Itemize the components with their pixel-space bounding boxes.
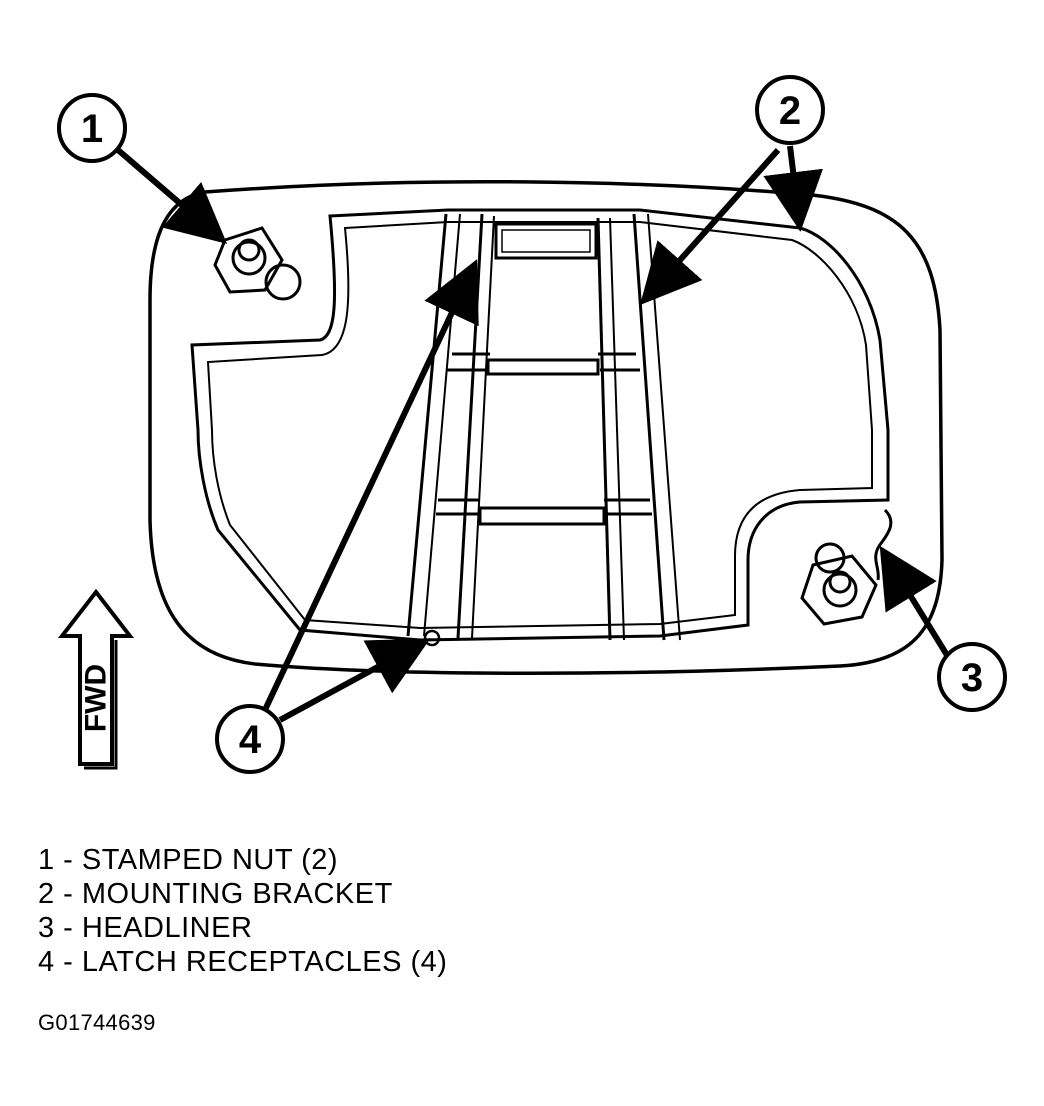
callout-1-label: 1: [81, 107, 103, 151]
forward-arrow: FWD: [57, 588, 135, 770]
fwd-label: FWD: [80, 664, 113, 732]
leader-4b: [278, 638, 431, 723]
legend-item-2: 2 - MOUNTING BRACKET: [38, 878, 393, 910]
leader-2b: [763, 145, 823, 232]
headliner-edge: [874, 508, 893, 581]
mounting-bracket-plate: [190, 208, 890, 642]
center-cross-members: [436, 222, 652, 526]
callout-3: 3: [937, 642, 1007, 712]
leader-4a: [261, 259, 479, 714]
callout-4-label: 4: [239, 718, 262, 762]
callout-1: 1: [57, 93, 127, 163]
legend: 1 - STAMPED NUT (2) 2 - MOUNTING BRACKET…: [38, 843, 447, 979]
callout-2-label: 2: [779, 89, 801, 133]
leader-2a: [640, 148, 781, 305]
legend-item-1: 1 - STAMPED NUT (2): [38, 844, 339, 876]
stamped-nut-left: [213, 226, 302, 301]
bracket-plate-inner-edge: [206, 221, 873, 630]
headliner-opening-outline: [148, 179, 944, 676]
latch-receptacle-notch: [423, 629, 441, 647]
leader-3: [879, 545, 953, 662]
callout-4: 4: [215, 704, 285, 774]
legend-item-4: 4 - LATCH RECEPTACLES (4): [38, 946, 448, 978]
stamped-nut-right: [800, 542, 878, 626]
figure-id: G01744639: [38, 1010, 156, 1035]
center-rails: [406, 213, 681, 641]
callout-3-label: 3: [961, 656, 983, 700]
legend-item-3: 3 - HEADLINER: [38, 912, 253, 944]
leader-1: [116, 147, 228, 244]
leader-lines: [116, 145, 953, 723]
callout-2: 2: [755, 75, 825, 145]
